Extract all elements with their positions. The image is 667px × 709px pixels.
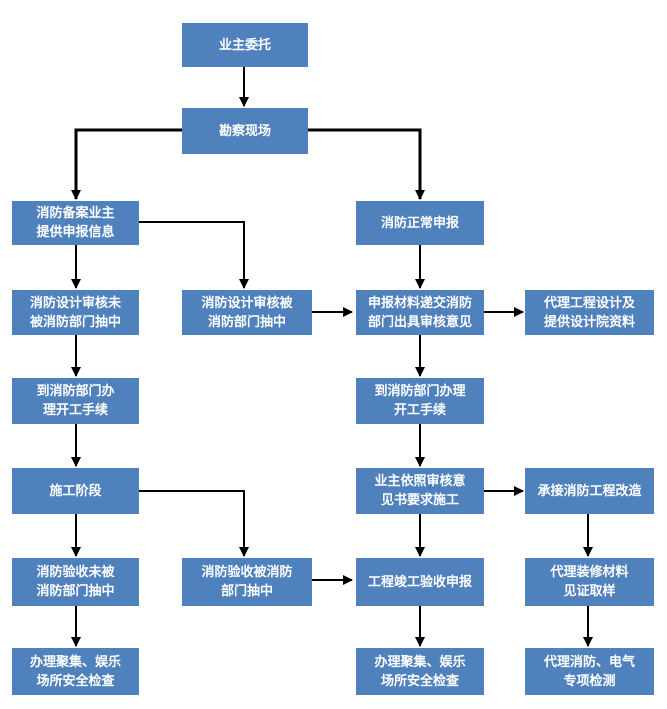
node-label: 消防正常申报 bbox=[380, 215, 459, 231]
node-label: 勘察现场 bbox=[218, 123, 271, 139]
node-accept-not-sampled: 消防验收未被 消防部门抽中 bbox=[12, 558, 139, 606]
node-label: 申报材料递交消防 部门出具审核意见 bbox=[367, 295, 472, 330]
arrow-survey-to-normal bbox=[308, 128, 425, 200]
node-owner-commission: 业主委托 bbox=[182, 23, 308, 67]
node-label: 消防设计审核被 消防部门抽中 bbox=[201, 295, 293, 330]
node-label: 办理聚集、娱乐 场所安全检查 bbox=[29, 654, 121, 689]
node-owner-follow: 业主依照审核意 见书要求施工 bbox=[356, 468, 484, 514]
node-permit-right: 到消防部门办理 开工手续 bbox=[356, 378, 484, 424]
node-record-owner-info: 消防备案业主 提供申报信息 bbox=[12, 201, 139, 245]
node-site-survey: 勘察现场 bbox=[182, 108, 308, 154]
node-label: 消防设计审核未 被消防部门抽中 bbox=[29, 295, 121, 330]
node-design-not-sampled: 消防设计审核未 被消防部门抽中 bbox=[12, 290, 139, 335]
node-design-sampled: 消防设计审核被 消防部门抽中 bbox=[182, 290, 312, 335]
node-label: 代理消防、电气 专项检测 bbox=[543, 654, 635, 689]
node-normal-application: 消防正常申报 bbox=[356, 201, 484, 245]
node-label: 到消防部门办 理开工手续 bbox=[36, 384, 115, 418]
node-label: 到消防部门办理 开工手续 bbox=[374, 384, 466, 418]
node-label: 工程竣工验收申报 bbox=[367, 574, 472, 590]
node-submit-materials: 申报材料递交消防 部门出具审核意见 bbox=[356, 290, 484, 335]
node-safety-check-left: 办理聚集、娱乐 场所安全检查 bbox=[12, 648, 139, 695]
node-permit-left: 到消防部门办 理开工手续 bbox=[12, 378, 139, 424]
node-label: 业主委托 bbox=[218, 37, 271, 53]
node-agent-sampling: 代理装修材料 见证取样 bbox=[525, 558, 654, 606]
node-label: 办理聚集、娱乐 场所安全检查 bbox=[374, 654, 466, 689]
node-label: 业主依照审核意 见书要求施工 bbox=[374, 474, 466, 508]
node-label: 代理工程设计及 提供设计院资料 bbox=[543, 295, 635, 330]
node-label: 代理装修材料 见证取样 bbox=[550, 565, 629, 599]
node-label: 承接消防工程改造 bbox=[537, 483, 642, 499]
node-completion-application: 工程竣工验收申报 bbox=[356, 558, 484, 606]
node-label: 消防备案业主 提供申报信息 bbox=[36, 206, 115, 240]
node-label: 消防验收被消防 部门抽中 bbox=[201, 565, 293, 599]
arrow-survey-to-record bbox=[71, 128, 182, 200]
node-accept-sampled: 消防验收被消防 部门抽中 bbox=[182, 558, 312, 606]
node-safety-check-right: 办理聚集、娱乐 场所安全检查 bbox=[356, 648, 484, 695]
arrow-construction-to-accept-sampled bbox=[139, 490, 249, 557]
node-agent-design: 代理工程设计及 提供设计院资料 bbox=[525, 290, 654, 335]
node-undertake-renovation: 承接消防工程改造 bbox=[525, 468, 654, 514]
node-label: 消防验收未被 消防部门抽中 bbox=[36, 565, 115, 599]
node-agent-testing: 代理消防、电气 专项检测 bbox=[525, 648, 654, 695]
node-label: 施工阶段 bbox=[49, 483, 102, 499]
node-construction-stage: 施工阶段 bbox=[12, 468, 139, 514]
arrow-record-to-design-sampled bbox=[139, 221, 249, 289]
